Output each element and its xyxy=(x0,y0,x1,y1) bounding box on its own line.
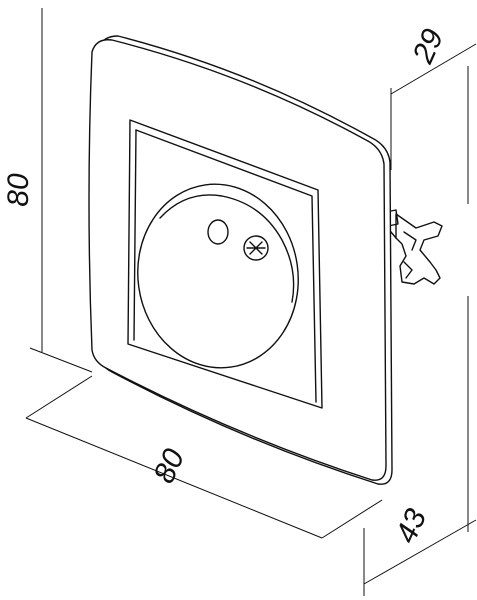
dimension-line-depth-bottom xyxy=(363,519,477,585)
extension-line-height-bottom xyxy=(29,347,93,373)
mounting-claw xyxy=(385,209,443,285)
dimension-line-depth-top xyxy=(390,43,477,95)
earth-pin-slot xyxy=(246,241,266,255)
inner-plate-bevel xyxy=(135,129,317,403)
dimension-label-depth-top: 29 xyxy=(406,24,450,69)
claw-inner-line xyxy=(403,231,417,251)
dimension-depth-top-group: 29 xyxy=(390,24,477,204)
earth-pin xyxy=(243,235,269,261)
dimension-line-width xyxy=(25,417,323,539)
claw-spring xyxy=(395,213,443,285)
dimension-height-group: 80 xyxy=(2,8,93,373)
dimension-label-width: 80 xyxy=(147,444,191,488)
dimension-label-height: 80 xyxy=(2,173,35,207)
socket-hole xyxy=(207,219,229,245)
extension-line-width-right xyxy=(321,499,383,539)
socket-recess-outer xyxy=(137,183,299,369)
socket-recess-inner-edge xyxy=(159,194,295,303)
inner-plate-bevel-left xyxy=(133,129,137,341)
claw-inner-line-2 xyxy=(403,261,413,279)
dimension-label-depth-bottom: 43 xyxy=(389,504,433,548)
extension-line-width-left xyxy=(25,375,93,419)
